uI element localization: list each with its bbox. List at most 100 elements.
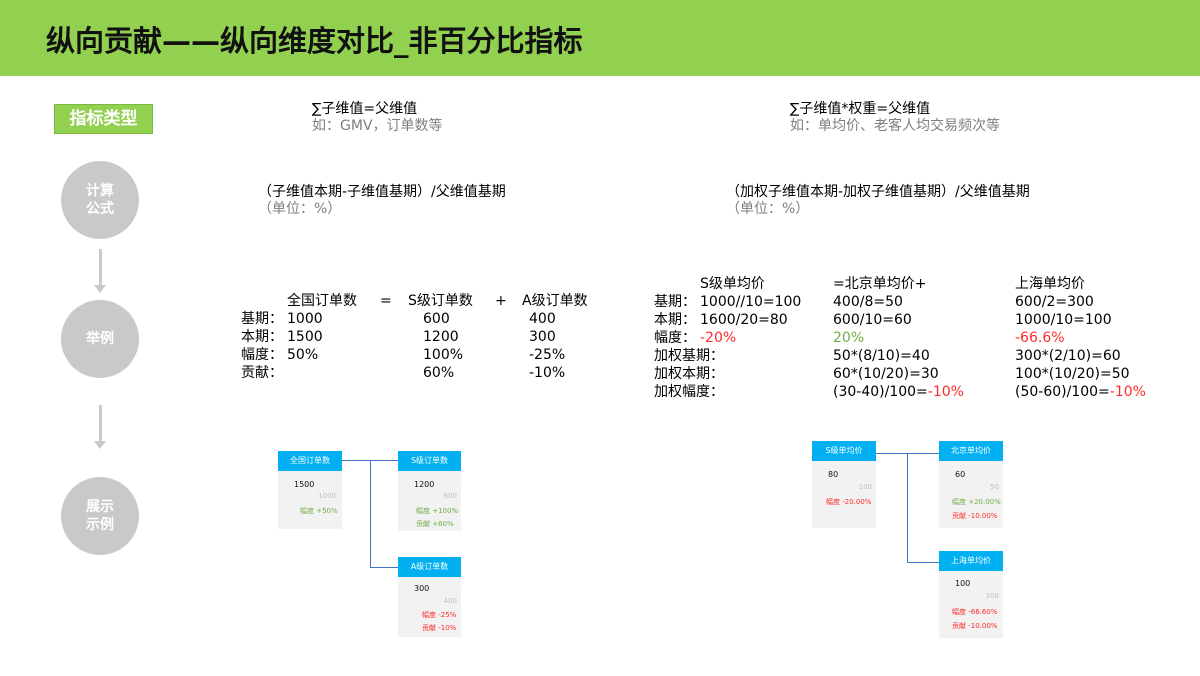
card-contribution-line: 贡献 -10.00% xyxy=(952,511,997,521)
card-contribution-line: 贡献 -10% xyxy=(422,623,456,633)
formula-text: (30-40)/100= xyxy=(833,384,928,400)
step-label-line1: 计算 xyxy=(86,183,114,199)
card-line-label: 幅度 xyxy=(952,608,966,616)
table-cell: (50-60)/100=-10% xyxy=(1015,384,1146,401)
card-line-value: +20.00% xyxy=(968,498,1001,506)
table-cell: 1600/20=80 xyxy=(700,312,788,328)
card-current-value: 1200 xyxy=(414,480,435,489)
left-calc-unit: （单位：%） xyxy=(258,201,342,217)
right-calc-formula: （加权子维值本期-加权子维值基期）/父维值基期 xyxy=(726,184,1030,200)
card-line-label: 幅度 xyxy=(300,507,314,515)
table-cell: 1000 xyxy=(287,311,323,327)
metric-card: 上海单均价 100 300 幅度 -66.60% 贡献 -10.00% xyxy=(939,551,1003,638)
card-change-line: 幅度 +100% xyxy=(416,506,458,516)
row-label: 本期： xyxy=(241,329,283,345)
row-label: 加权幅度： xyxy=(654,384,724,400)
header-cell: + xyxy=(495,293,507,309)
card-current-value: 100 xyxy=(955,579,971,588)
card-change-line: 幅度 +50% xyxy=(300,506,338,516)
header-cell: 全国订单数 xyxy=(287,293,357,309)
step-label-line2: 示例 xyxy=(86,517,114,533)
table-cell: 300 xyxy=(529,329,556,345)
table-cell: 20% xyxy=(833,330,865,346)
row-label: 加权本期： xyxy=(654,366,724,382)
table-cell: 400 xyxy=(529,311,556,327)
table-cell: 60% xyxy=(423,365,455,381)
row-label: 幅度： xyxy=(654,330,696,346)
tree-connector xyxy=(370,460,371,568)
table-cell: (30-40)/100=-10% xyxy=(833,384,964,401)
card-line-label: 贡献 xyxy=(422,624,436,632)
metric-card: 北京单均价 60 50 幅度 +20.00% 贡献 -10.00% xyxy=(939,441,1003,528)
table-cell: 1000//10=100 xyxy=(700,294,802,310)
header-cell: =北京单均价+ xyxy=(833,276,927,292)
table-cell: 300*(2/10)=60 xyxy=(1015,348,1121,364)
card-base-value: 400 xyxy=(443,597,457,605)
right-type-formula: ∑子维值*权重=父维值 xyxy=(790,101,931,117)
tree-connector xyxy=(370,567,398,568)
left-type-formula: ∑子维值=父维值 xyxy=(312,101,418,117)
table-cell: 400/8=50 xyxy=(833,294,903,310)
card-line-label: 贡献 xyxy=(416,520,430,528)
card-title: 北京单均价 xyxy=(939,441,1003,461)
card-line-label: 幅度 xyxy=(952,498,966,506)
metric-type-label: 指标类型 xyxy=(54,104,153,134)
table-cell: 1200 xyxy=(423,329,459,345)
step-calc-formula: 计算 公式 xyxy=(61,161,139,239)
right-calc-unit: （单位：%） xyxy=(726,201,810,217)
card-current-value: 80 xyxy=(828,470,839,479)
table-cell: 100% xyxy=(423,347,464,363)
table-cell: 60*(10/20)=30 xyxy=(833,366,939,382)
card-line-value: -10.00% xyxy=(968,512,998,520)
card-change-line: 幅度 -20.00% xyxy=(826,497,871,507)
card-change-line: 幅度 +20.00% xyxy=(952,497,1001,507)
metric-card: S级单均价 80 100 幅度 -20.00% xyxy=(812,441,876,528)
header-cell: S级订单数 xyxy=(408,293,473,309)
right-type-example: 如：单均价、老客人均交易频次等 xyxy=(790,118,1000,134)
row-label: 幅度： xyxy=(241,347,283,363)
card-line-label: 贡献 xyxy=(952,512,966,520)
page-title: 纵向贡献——纵向维度对比_非百分比指标 xyxy=(46,24,583,58)
row-label: 加权基期： xyxy=(654,348,724,364)
card-base-value: 600 xyxy=(443,492,457,500)
card-line-value: -20.00% xyxy=(842,498,872,506)
table-cell: 600/2=300 xyxy=(1015,294,1094,310)
card-current-value: 300 xyxy=(414,584,430,593)
card-line-label: 贡献 xyxy=(952,622,966,630)
table-cell: 600/10=60 xyxy=(833,312,912,328)
card-title: A级订单数 xyxy=(398,557,461,577)
table-cell: -25% xyxy=(529,347,566,363)
card-change-line: 幅度 -66.60% xyxy=(952,607,997,617)
card-line-label: 幅度 xyxy=(416,507,430,515)
table-cell: 50% xyxy=(287,347,319,363)
step-label-line1: 展示 xyxy=(86,499,114,515)
step-connector xyxy=(99,249,102,285)
tree-connector xyxy=(907,562,939,563)
step-display-example: 展示 示例 xyxy=(61,477,139,555)
card-line-value: +100% xyxy=(432,507,459,515)
card-title: 上海单均价 xyxy=(939,551,1003,571)
table-cell: 50*(8/10)=40 xyxy=(833,348,930,364)
table-cell: 1500 xyxy=(287,329,323,345)
card-title: 全国订单数 xyxy=(278,451,342,471)
card-contribution-line: 贡献 -10.00% xyxy=(952,621,997,631)
card-line-label: 幅度 xyxy=(826,498,840,506)
down-arrow-icon xyxy=(94,441,106,449)
step-label-line1: 举例 xyxy=(86,331,114,347)
card-line-value: -66.60% xyxy=(968,608,998,616)
table-cell: -66.6% xyxy=(1015,330,1065,346)
card-base-value: 1000 xyxy=(318,492,336,500)
card-line-value: -10% xyxy=(438,624,457,632)
left-type-example: 如：GMV，订单数等 xyxy=(312,118,443,134)
card-change-line: 幅度 -25% xyxy=(422,610,456,620)
card-current-value: 1500 xyxy=(294,480,315,489)
card-base-value: 100 xyxy=(858,483,872,491)
metric-card: S级订单数 1200 600 幅度 +100% 贡献 +60% xyxy=(398,451,461,531)
card-title: S级订单数 xyxy=(398,451,461,471)
card-base-value: 300 xyxy=(985,592,999,600)
row-label: 基期： xyxy=(241,311,283,327)
card-current-value: 60 xyxy=(955,470,966,479)
card-line-value: +60% xyxy=(432,520,454,528)
table-cell: 100*(10/20)=50 xyxy=(1015,366,1130,382)
header-cell: = xyxy=(380,293,392,309)
